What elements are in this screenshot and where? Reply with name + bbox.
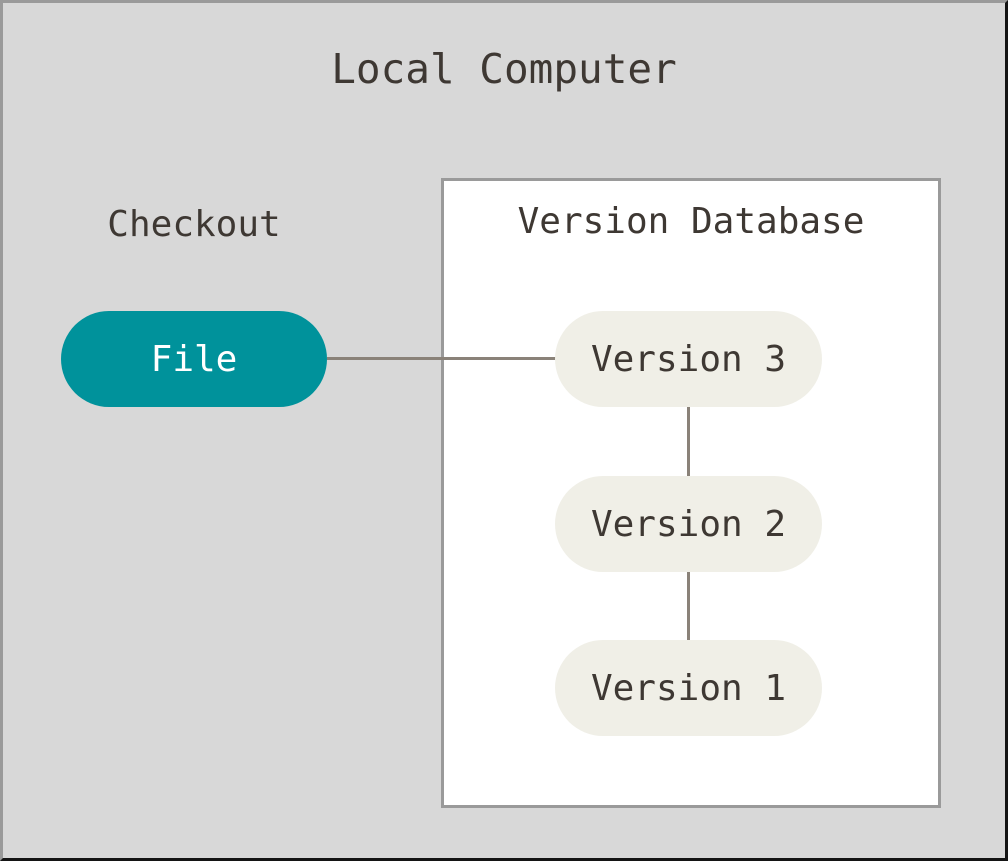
version-2-node: Version 2 [555, 476, 822, 572]
version-1-node: Version 1 [555, 640, 822, 736]
version-3-node: Version 3 [555, 311, 822, 407]
file-node: File [61, 311, 327, 407]
version-database-title: Version Database [517, 201, 865, 242]
checkout-label: Checkout [107, 204, 281, 245]
connector-version2-to-version1 [687, 572, 690, 643]
connector-version3-to-version2 [687, 407, 690, 479]
diagram-title: Local Computer [331, 45, 677, 93]
connector-file-to-version3 [327, 357, 559, 360]
